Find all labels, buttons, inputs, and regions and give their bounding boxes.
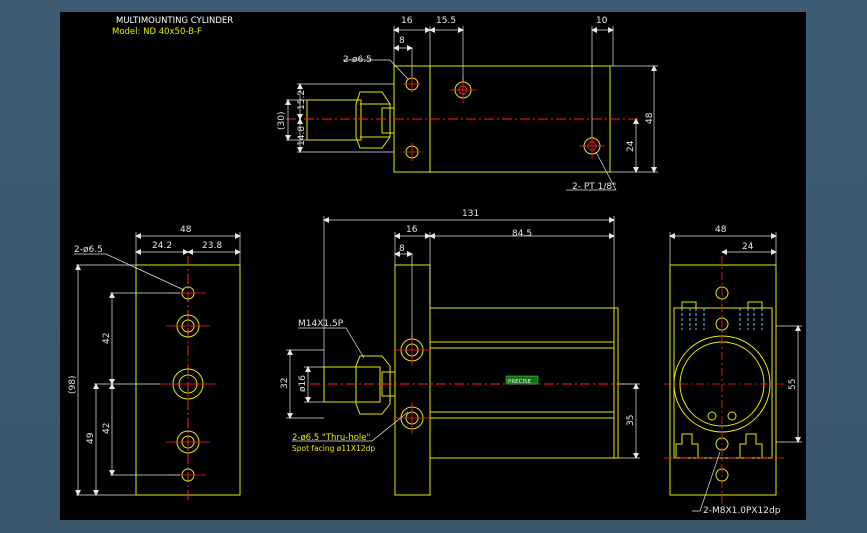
dim-front-84-5: 84.5: [512, 229, 532, 239]
right-slots: [675, 301, 763, 459]
top-rod: [306, 99, 362, 141]
dim-right-55: 55: [788, 379, 798, 390]
front-brand-text: PRECISE: [508, 379, 532, 385]
dim-front-8: 8: [399, 244, 405, 254]
dim-left-49: 49: [86, 432, 96, 444]
note-right-tap: 2-M8X1.0PX12dp: [703, 506, 781, 516]
top-view: 16 15.5 10 8 2-ø6.5 15.2 14.8 (30) 48 24…: [277, 16, 658, 192]
left-view: 48 24.2 23.8 2-ø6.5 42 42 49 (98): [68, 225, 241, 502]
front-view: PRECISE 131 16 84.5 8 M14X1.5P 32 ø16 35…: [280, 209, 640, 496]
note-front-spot: Spot facing ø11X12dp: [292, 444, 375, 453]
drawing-sheet: MULTIMOUNTING CYLINDER Model: ND 40x50-B…: [60, 12, 806, 520]
dim-left-23-8: 23.8: [202, 241, 222, 251]
cad-drawing: MULTIMOUNTING CYLINDER Model: ND 40x50-B…: [68, 16, 802, 516]
dim-right-24: 24: [742, 242, 754, 252]
top-nut: [355, 91, 391, 149]
dim-top-16: 16: [401, 16, 413, 26]
dim-top-8: 8: [399, 36, 405, 46]
dim-left-42a: 42: [102, 333, 112, 344]
drawing-title: MULTIMOUNTING CYLINDER: [116, 16, 233, 26]
dim-left-42b: 42: [102, 423, 112, 434]
dim-front-131: 131: [462, 209, 479, 219]
dim-top-48: 48: [645, 112, 655, 124]
dim-top-24: 24: [626, 140, 636, 152]
note-top-holes: 2-ø6.5: [343, 55, 372, 65]
right-view: 48 24 55 2-M8X1.0PX12dp: [664, 225, 802, 516]
note-front-thread: M14X1.5P: [298, 319, 344, 329]
front-brand-label: [505, 375, 539, 385]
dim-right-48: 48: [715, 225, 727, 235]
right-cap-outline: [673, 307, 773, 459]
dim-front-32: 32: [280, 378, 290, 389]
dim-top-15-2: 15.2: [297, 90, 307, 110]
dim-top-15-5: 15.5: [436, 16, 456, 26]
right-hidden-ports: [681, 308, 763, 330]
dim-front-16: 16: [406, 225, 418, 235]
dim-top-14-8: 14.8: [297, 126, 307, 146]
drawing-model: Model: ND 40x50-B-F: [112, 27, 202, 37]
dim-left-24-2: 24.2: [152, 241, 172, 251]
dim-top-30: (30): [277, 112, 287, 130]
note-front-thru: 2-ø6.5 "Thru-hole": [292, 433, 371, 443]
right-body-outline: [669, 264, 777, 496]
dim-front-16dia: ø16: [298, 375, 308, 392]
front-nut: [355, 355, 391, 415]
dim-left-98: (98): [68, 376, 78, 394]
dim-left-48: 48: [180, 225, 192, 235]
note-top-ports: 2- PT 1/8": [572, 182, 616, 192]
dim-top-10: 10: [596, 16, 608, 26]
dim-front-35: 35: [626, 415, 636, 426]
note-left-holes: 2-ø6.5: [74, 245, 103, 255]
front-end-block: [394, 264, 431, 496]
